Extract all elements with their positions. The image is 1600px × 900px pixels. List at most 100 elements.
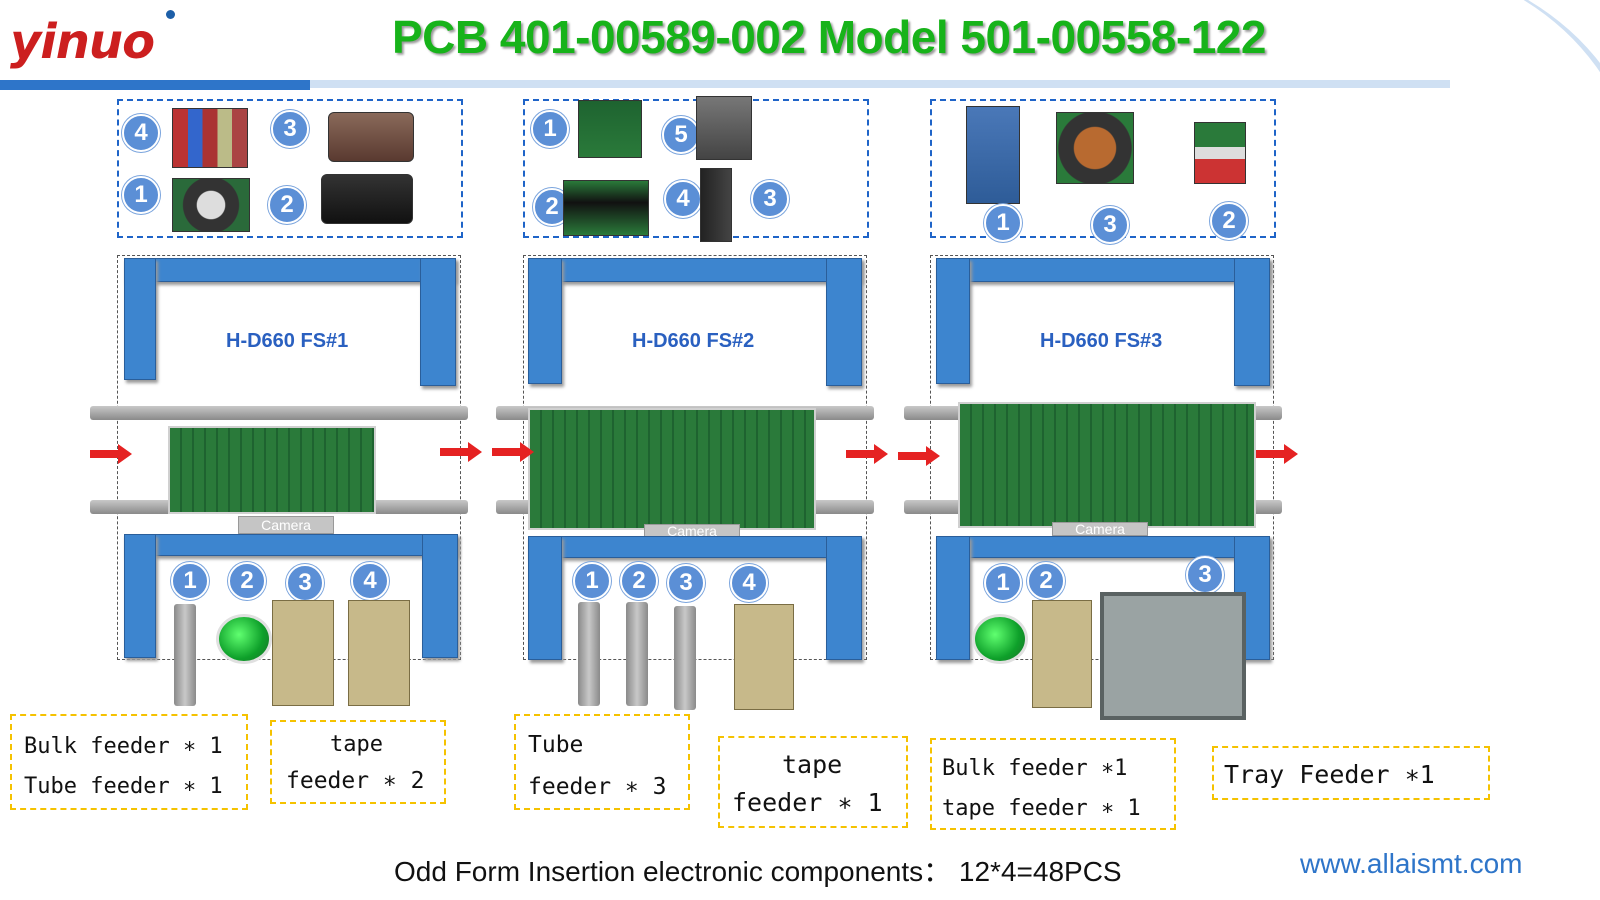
transformer-image — [696, 96, 752, 160]
decorative-arc — [1380, 0, 1600, 200]
terminal-block-image — [172, 108, 248, 168]
gantry-lower-left-leg — [936, 536, 970, 660]
feeder-box-5: Bulk feeder ∗1 tape feeder ∗ 1 — [930, 738, 1176, 830]
gantry-lower-bar — [528, 536, 862, 558]
capacitor-image — [328, 112, 414, 162]
num-badge: 2 — [1210, 202, 1248, 240]
tape-feeder-image — [272, 600, 334, 706]
tube-feeder-image — [174, 604, 196, 706]
feeder-box-4: tape feeder ∗ 1 — [718, 736, 908, 828]
feeder-line: feeder ∗ 1 — [732, 788, 883, 817]
buzzer-image — [172, 178, 250, 232]
gantry-right-leg — [826, 258, 862, 386]
connector-image — [563, 180, 649, 236]
gantry-left-leg — [124, 258, 156, 380]
num-badge: 1 — [984, 204, 1022, 242]
feeder-line: Bulk feeder ∗1 — [942, 756, 1128, 781]
num-badge: 2 — [228, 562, 266, 600]
bulk-feeder-image — [972, 614, 1028, 664]
conveyor-rail-top — [90, 406, 468, 420]
feeder-line: feeder ∗ 3 — [528, 774, 667, 800]
num-badge: 2 — [268, 186, 306, 224]
gantry-lower-right-leg — [422, 534, 458, 658]
feeder-box-6: Tray Feeder ∗1 — [1212, 746, 1490, 800]
flow-arrow-icon — [1256, 444, 1298, 464]
num-badge: 3 — [271, 110, 309, 148]
flow-arrow-icon — [846, 444, 888, 464]
camera-label: Camera — [1052, 521, 1148, 537]
tube-feeder-image — [578, 602, 600, 706]
gantry-top-bar — [936, 258, 1270, 282]
gantry-lower-right-leg — [826, 536, 862, 660]
gantry-right-leg — [1234, 258, 1270, 386]
website-link[interactable]: www.allaismt.com — [1300, 848, 1523, 879]
gantry-top-bar — [124, 258, 456, 282]
feeder-line: tape — [330, 732, 383, 757]
feeder-line: Tray Feeder ∗1 — [1224, 760, 1435, 789]
num-badge: 4 — [664, 180, 702, 218]
num-badge: 1 — [122, 176, 160, 214]
num-badge: 1 — [531, 110, 569, 148]
gantry-lower-bar — [124, 534, 458, 556]
camera-label: Camera — [644, 523, 740, 539]
num-badge: 3 — [751, 180, 789, 218]
feeder-line: Tube feeder ∗ 1 — [24, 774, 223, 799]
feeder-line: feeder ∗ 2 — [286, 768, 425, 794]
gantry-lower-left-leg — [528, 536, 562, 660]
camera-label: Camera — [238, 516, 334, 534]
num-badge: 1 — [984, 564, 1022, 602]
feeder-box-3: Tube feeder ∗ 3 — [514, 714, 690, 810]
inductor-coil-image — [1056, 112, 1134, 184]
fuse-holder-image — [1194, 122, 1246, 184]
num-badge: 1 — [171, 562, 209, 600]
machine-label: H-D660 FS#3 — [1040, 330, 1163, 352]
num-badge: 4 — [351, 562, 389, 600]
gantry-left-leg — [936, 258, 970, 384]
num-badge: 2 — [620, 562, 658, 600]
pcb-panel — [168, 426, 376, 514]
num-badge: 3 — [286, 564, 324, 602]
machine-label: H-D660 FS#2 — [632, 330, 755, 352]
tube-feeder-image — [626, 602, 648, 706]
component-box-1 — [117, 99, 463, 238]
capacitor-image — [321, 174, 413, 224]
gantry-lower-left-leg — [124, 534, 156, 658]
feeder-line: Tube — [528, 732, 584, 758]
flow-arrow-icon — [492, 442, 534, 462]
tube-feeder-image — [674, 606, 696, 710]
num-badge: 4 — [730, 564, 768, 602]
flow-arrow-icon — [90, 444, 132, 464]
feeder-line: tape feeder ∗ 1 — [942, 796, 1141, 821]
tape-feeder-image — [348, 600, 410, 706]
flow-arrow-icon — [440, 442, 482, 462]
brand-logo: yinuo — [10, 14, 155, 70]
tape-feeder-image — [734, 604, 794, 710]
feeder-line: Bulk feeder ∗ 1 — [24, 734, 223, 759]
header-divider-accent — [0, 80, 310, 90]
feeder-box-1: Bulk feeder ∗ 1 Tube feeder ∗ 1 — [10, 714, 248, 810]
footer-caption: Odd Form Insertion electronic components… — [394, 856, 1122, 887]
feeder-line: tape — [782, 750, 843, 779]
num-badge: 3 — [667, 564, 705, 602]
num-badge: 3 — [1091, 206, 1129, 244]
header-divider — [0, 80, 1450, 88]
num-badge: 5 — [662, 116, 700, 154]
pcb-panel — [528, 408, 816, 530]
num-badge: 2 — [1027, 562, 1065, 600]
logo-dot — [166, 10, 175, 19]
tape-feeder-image — [1032, 600, 1092, 708]
gantry-right-leg — [420, 258, 456, 386]
gantry-lower-bar — [936, 536, 1270, 558]
num-badge: 4 — [122, 114, 160, 152]
num-badge: 1 — [573, 562, 611, 600]
tray-feeder-image — [1100, 592, 1246, 720]
inductor-image — [700, 168, 732, 242]
film-capacitor-image — [966, 106, 1020, 204]
flow-arrow-icon — [898, 446, 940, 466]
gantry-top-bar — [528, 258, 862, 282]
machine-label: H-D660 FS#1 — [226, 330, 349, 352]
bulk-feeder-image — [216, 614, 272, 664]
num-badge: 3 — [1186, 556, 1224, 594]
pcb-panel — [958, 402, 1256, 528]
gantry-left-leg — [528, 258, 562, 384]
